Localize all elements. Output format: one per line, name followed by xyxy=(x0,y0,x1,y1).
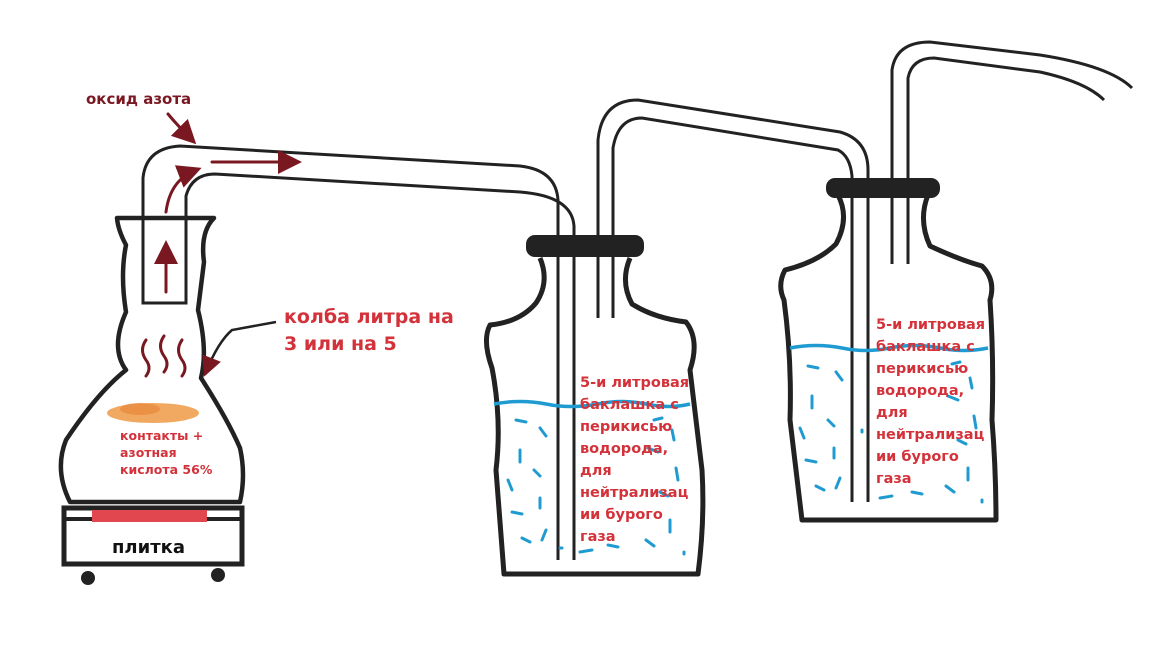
label-bottle-1-line-1: 5-и литровая xyxy=(580,375,690,391)
label-flask-line-2: 3 или на 5 xyxy=(284,333,397,355)
label-bottle-2-line-6: нейтрализац xyxy=(876,427,985,443)
bottle-2 xyxy=(778,40,1134,523)
label-bottle-1-line-2: баклашка с xyxy=(580,397,679,413)
label-bottle-2-line-2: баклашка с xyxy=(876,339,975,355)
label-flask-contents-line-1: контакты + xyxy=(120,428,204,443)
label-bottle-1-line-7: ии бурого xyxy=(580,507,663,523)
label-flask-contents-line-3: кислота 56% xyxy=(120,462,213,477)
label-flask-contents: контакты + азотная кислота 56% xyxy=(120,427,212,478)
label-bottle-2-line-5: для xyxy=(876,405,908,421)
water-surface-2 xyxy=(789,343,989,353)
label-bottle-2-line-4: водорода, xyxy=(876,383,965,399)
label-bottle-1-line-8: газа xyxy=(580,529,616,545)
heater-element xyxy=(92,510,207,522)
label-bottle-1-line-5: для xyxy=(580,463,612,479)
label-bottle-2-line-7: ии бурого xyxy=(876,449,959,465)
label-flask: колба литра на 3 или на 5 xyxy=(284,304,454,358)
cap-1 xyxy=(526,235,644,257)
label-stove: плитка xyxy=(112,537,186,558)
flow-arrows xyxy=(154,112,302,294)
bottle-1 xyxy=(484,98,870,577)
label-flask-contents-line-2: азотная xyxy=(120,445,177,460)
label-bottle-2-line-1: 5-и литровая xyxy=(876,317,986,333)
bubbles-2 xyxy=(798,360,984,504)
label-flask-line-1: колба литра на xyxy=(284,306,454,328)
stove-foot-right xyxy=(211,568,225,582)
label-bottle-1: 5-и литровая баклашка с перикисью водоро… xyxy=(580,372,689,548)
label-bottle-2: 5-и литровая баклашка с перикисью водоро… xyxy=(876,314,985,490)
stove-foot-left xyxy=(81,571,95,585)
cap-2 xyxy=(826,178,940,198)
label-nitrogen-oxide: оксид азота xyxy=(86,90,192,108)
label-bottle-1-line-6: нейтрализац xyxy=(580,485,689,501)
bubbles-1 xyxy=(506,416,686,556)
label-bottle-2-line-3: перикисью xyxy=(876,361,969,377)
label-bottle-2-line-8: газа xyxy=(876,471,912,487)
label-bottle-1-line-3: перикисью xyxy=(580,419,673,435)
stove xyxy=(61,505,245,585)
flask-pointer-arrow xyxy=(202,320,277,377)
label-bottle-1-line-4: водорода, xyxy=(580,441,669,457)
water-surface-1 xyxy=(493,399,691,409)
heat-waves xyxy=(141,334,187,378)
flask xyxy=(58,215,246,505)
